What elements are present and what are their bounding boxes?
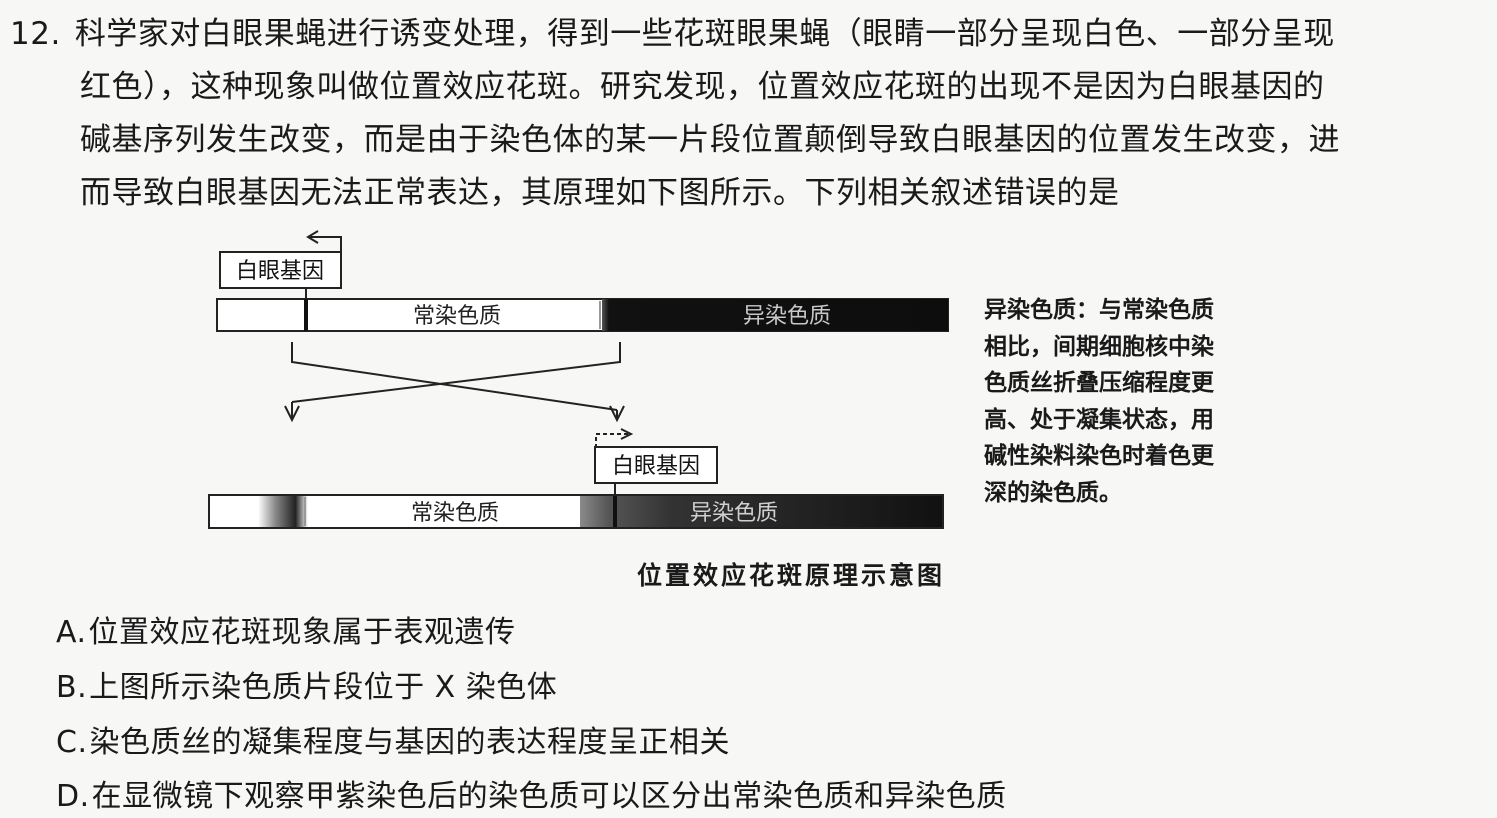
note-line-5: 碱性染料染色时着色更	[984, 443, 1214, 469]
option-b: B.上图所示染色质片段位于 X 染色体	[56, 662, 557, 706]
top-transcription-arrowhead	[306, 230, 319, 244]
bottom-chromosome: 白眼基因 常染色质 异染色质	[208, 428, 944, 529]
inversion-arrow-right-head	[609, 405, 625, 423]
option-a-letter: A.	[56, 615, 87, 650]
option-c-text: 染色质丝的凝集程度与基因的表达程度呈正相关	[89, 725, 730, 760]
bottom-gene-label-box	[594, 446, 718, 484]
top-gene-label: 白眼基因	[236, 259, 324, 284]
note-line-1: 异染色质：与常染色质	[984, 297, 1214, 323]
option-a: A.位置效应花斑现象属于表观遗传	[56, 607, 516, 651]
option-b-letter: B.	[56, 670, 88, 705]
stem-line-3: 碱基序列发生改变，而是由于染色体的某一片段位置颠倒导致白眼基因的位置发生改变，进	[80, 122, 1340, 158]
top-heterochromatin	[602, 299, 948, 331]
bottom-transcription-arrow	[595, 433, 628, 448]
top-chromosome: 白眼基因 常染色质 异染色质	[216, 230, 949, 332]
inversion-arrows	[284, 342, 625, 423]
bottom-heterochromatin-smear	[258, 496, 308, 527]
figure-caption: 位置效应花斑原理示意图	[637, 561, 946, 590]
inversion-bracket-left	[291, 342, 618, 411]
bottom-heterochromatin-label: 异染色质	[690, 501, 778, 526]
top-gene-label-box	[219, 251, 342, 289]
note-line-3: 色质丝折叠压缩程度更	[984, 370, 1214, 396]
stem-line-1: 12. 科学家对白眼果蝇进行诱变处理，得到一些花斑眼果蝇（眼睛一部分呈现白色、一部…	[10, 8, 1335, 61]
stem-line-2: 红色），这种现象叫做位置效应花斑。研究发现，位置效应花斑的出现不是因为白眼基因的	[80, 69, 1325, 105]
option-b-text: 上图所示染色质片段位于 X 染色体	[89, 670, 558, 705]
question-number: 12.	[10, 16, 61, 52]
option-d: D.在显微镜下观察甲紫染色后的染色质可以区分出常染色质和异染色质	[56, 771, 1007, 815]
stem-line-4: 而导致白眼基因无法正常表达，其原理如下图所示。下列相关叙述错误的是	[80, 175, 1120, 211]
stem-text-1: 科学家对白眼果蝇进行诱变处理，得到一些花斑眼果蝇（眼睛一部分呈现白色、一部分呈现	[74, 16, 1335, 52]
top-heterochromatin-label: 异染色质	[743, 304, 831, 329]
note-line-4: 高、处于凝集状态，用	[984, 406, 1214, 433]
bottom-heterochromatin	[580, 496, 942, 527]
inversion-arrow-left-head	[284, 405, 300, 423]
inversion-bracket-right	[291, 342, 621, 403]
option-a-text: 位置效应花斑现象属于表观遗传	[88, 615, 516, 650]
option-c: C.染色质丝的凝集程度与基因的表达程度呈正相关	[56, 717, 730, 761]
option-d-text: 在显微镜下观察甲紫染色后的染色质可以区分出常染色质和异染色质	[91, 779, 1007, 814]
bottom-transcription-arrowhead	[620, 428, 634, 440]
option-c-letter: C.	[56, 725, 88, 760]
bottom-euchromatin-label: 常染色质	[411, 501, 499, 526]
bottom-gene-label: 白眼基因	[612, 454, 700, 479]
note-line-2: 相比，间期细胞核中染	[984, 333, 1214, 360]
option-d-letter: D.	[56, 779, 90, 814]
heterochromatin-note: 异染色质：与常染色质 相比，间期细胞核中染 色质丝折叠压缩程度更 高、处于凝集状…	[984, 292, 1284, 511]
note-line-6: 深的染色质。	[984, 479, 1122, 506]
top-euchromatin-label: 常染色质	[413, 304, 501, 329]
